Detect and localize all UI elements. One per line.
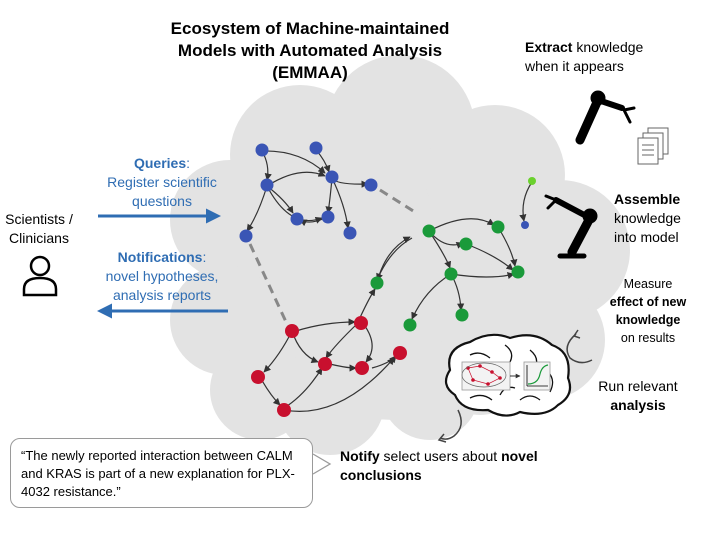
scientists-line-2: Clinicians [9,230,69,246]
extract-label: Extract knowledge when it appears [525,38,715,76]
measure-line-4: on results [620,331,676,345]
scientists-label: Scientists / Clinicians [0,210,78,248]
assemble-label: Assemble knowledge into model [614,190,714,247]
assemble-line-2: knowledge [614,210,681,226]
run-analysis-label: Run relevant analysis [578,377,698,415]
notify-bold-2: novel [501,448,538,464]
dashed-links [248,188,419,325]
green-nodes [370,177,536,332]
speech-tail [312,453,332,475]
queries-colon: : [186,155,191,171]
queries-line-1: Register scientific [107,174,217,190]
measure-bold-2: knowledge [615,313,681,327]
person-icon [22,255,58,297]
notifications-label: Notifications: novel hypotheses, analysi… [92,248,232,305]
notifications-heading: Notifications [117,249,203,265]
extract-bold: Extract [525,39,573,55]
network-edges [246,149,533,412]
robot-arm-icon [575,90,636,145]
notifications-colon: : [202,249,207,265]
title-line-3: (EMMAA) [272,63,348,82]
notify-bold-3: conclusions [340,467,422,483]
blue-nodes [239,141,529,243]
robot-arm-assemble-icon [544,194,598,259]
run-line-1: Run relevant [598,378,678,394]
quote-bubble: “The newly reported interaction between … [10,438,313,508]
notify-bold-1: Notify [340,448,380,464]
measure-label: Measure effect of new knowledge on resul… [578,275,718,347]
notify-label: Notify select users about novel conclusi… [340,447,600,485]
scientists-line-1: Scientists / [5,211,73,227]
queries-label: Queries: Register scientific questions [92,154,232,211]
assemble-bold: Assemble [614,191,681,207]
assemble-line-3: into model [614,229,679,245]
notify-mid: select users about [379,448,502,464]
measure-bold-1: effect of new [609,295,687,309]
run-bold: analysis [610,397,666,413]
page-title: Ecosystem of Machine-maintained Models w… [150,18,470,84]
measure-line-1: Measure [623,277,673,291]
title-line-1: Ecosystem of Machine-maintained [170,19,450,38]
documents-icon [637,127,669,165]
brain-icon [444,333,572,417]
cycle-arrow-icon [437,329,593,443]
notifications-line-1: novel hypotheses, [105,268,219,284]
red-nodes [251,316,407,417]
quote-text: “The newly reported interaction between … [21,448,295,499]
extract-line-2: when it appears [525,58,624,74]
queries-heading: Queries [133,155,187,171]
extract-rest: knowledge [572,39,644,55]
title-line-2: Models with Automated Analysis [177,41,443,60]
notifications-line-2: analysis reports [112,287,212,303]
queries-line-2: questions [132,193,192,209]
